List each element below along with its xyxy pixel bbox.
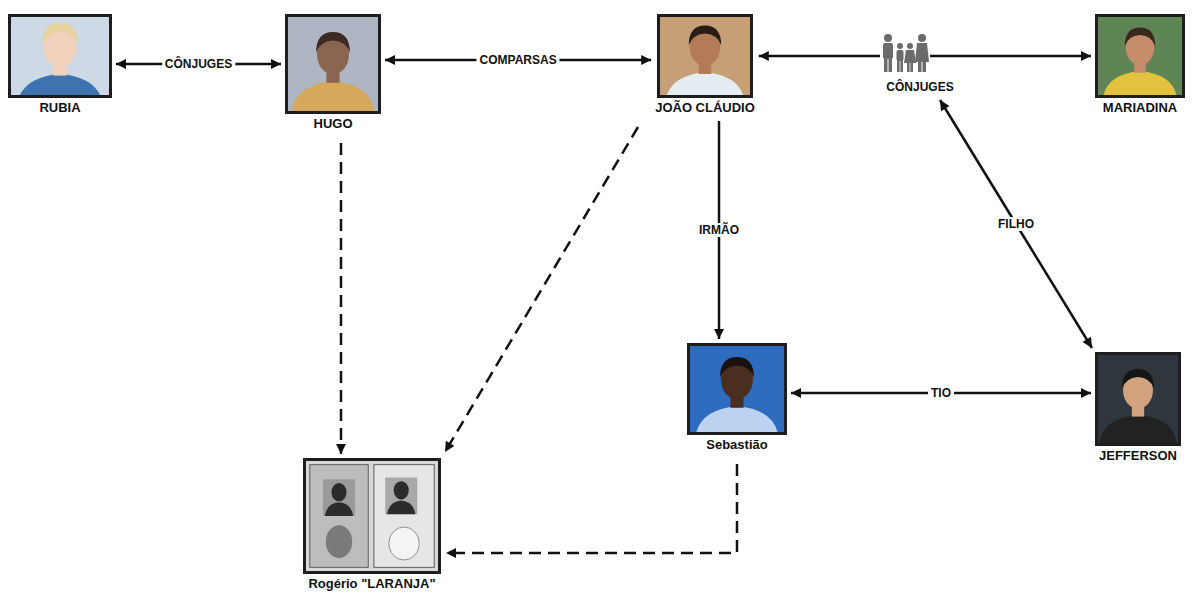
person-name: MARIADINA: [1103, 100, 1177, 115]
person-node: Rogério "LARANJA": [303, 458, 441, 591]
person-node: JOÃO CLÁUDIO: [655, 14, 755, 115]
person-name: JEFFERSON: [1099, 448, 1177, 463]
relation-connector: [940, 100, 1092, 348]
person-name: JOÃO CLÁUDIO: [655, 100, 755, 115]
relation-label: IRMÃO: [696, 223, 742, 237]
relation-label: CÔNJUGES: [883, 80, 956, 94]
photo-frame: [8, 14, 112, 98]
relation-label: TIO: [928, 386, 954, 400]
photo-frame: [1095, 14, 1185, 98]
person-node: HUGO: [285, 14, 381, 131]
photo-frame: [285, 14, 381, 114]
photo-frame: [303, 458, 441, 574]
photo-frame: [657, 14, 753, 98]
person-node: Sebastião: [687, 343, 787, 452]
person-name: RUBIA: [39, 100, 80, 115]
person-photo: [11, 17, 109, 95]
person-photo: [1098, 17, 1182, 95]
dashed-connector: [340, 143, 343, 454]
person-photo: [288, 17, 378, 111]
id-document-photo: [306, 461, 438, 571]
person-node: RUBIA: [8, 14, 112, 115]
photo-frame: [687, 343, 787, 435]
person-photo: [690, 346, 784, 432]
person-node: JEFFERSON: [1095, 352, 1181, 463]
person-photo: [660, 17, 750, 95]
dashed-connector: [445, 127, 638, 452]
person-name: Rogério "LARANJA": [308, 576, 435, 591]
photo-frame: [1095, 352, 1181, 446]
person-name: HUGO: [314, 116, 353, 131]
person-name: Sebastião: [706, 437, 767, 452]
relation-label: CÔNJUGES: [162, 57, 235, 71]
relation-label: FILHO: [995, 217, 1037, 231]
family-icon: [880, 32, 930, 74]
person-photo: [1098, 355, 1178, 443]
person-node: MARIADINA: [1095, 14, 1185, 115]
dashed-connector: [446, 464, 737, 553]
relation-label: COMPARSAS: [477, 53, 560, 67]
